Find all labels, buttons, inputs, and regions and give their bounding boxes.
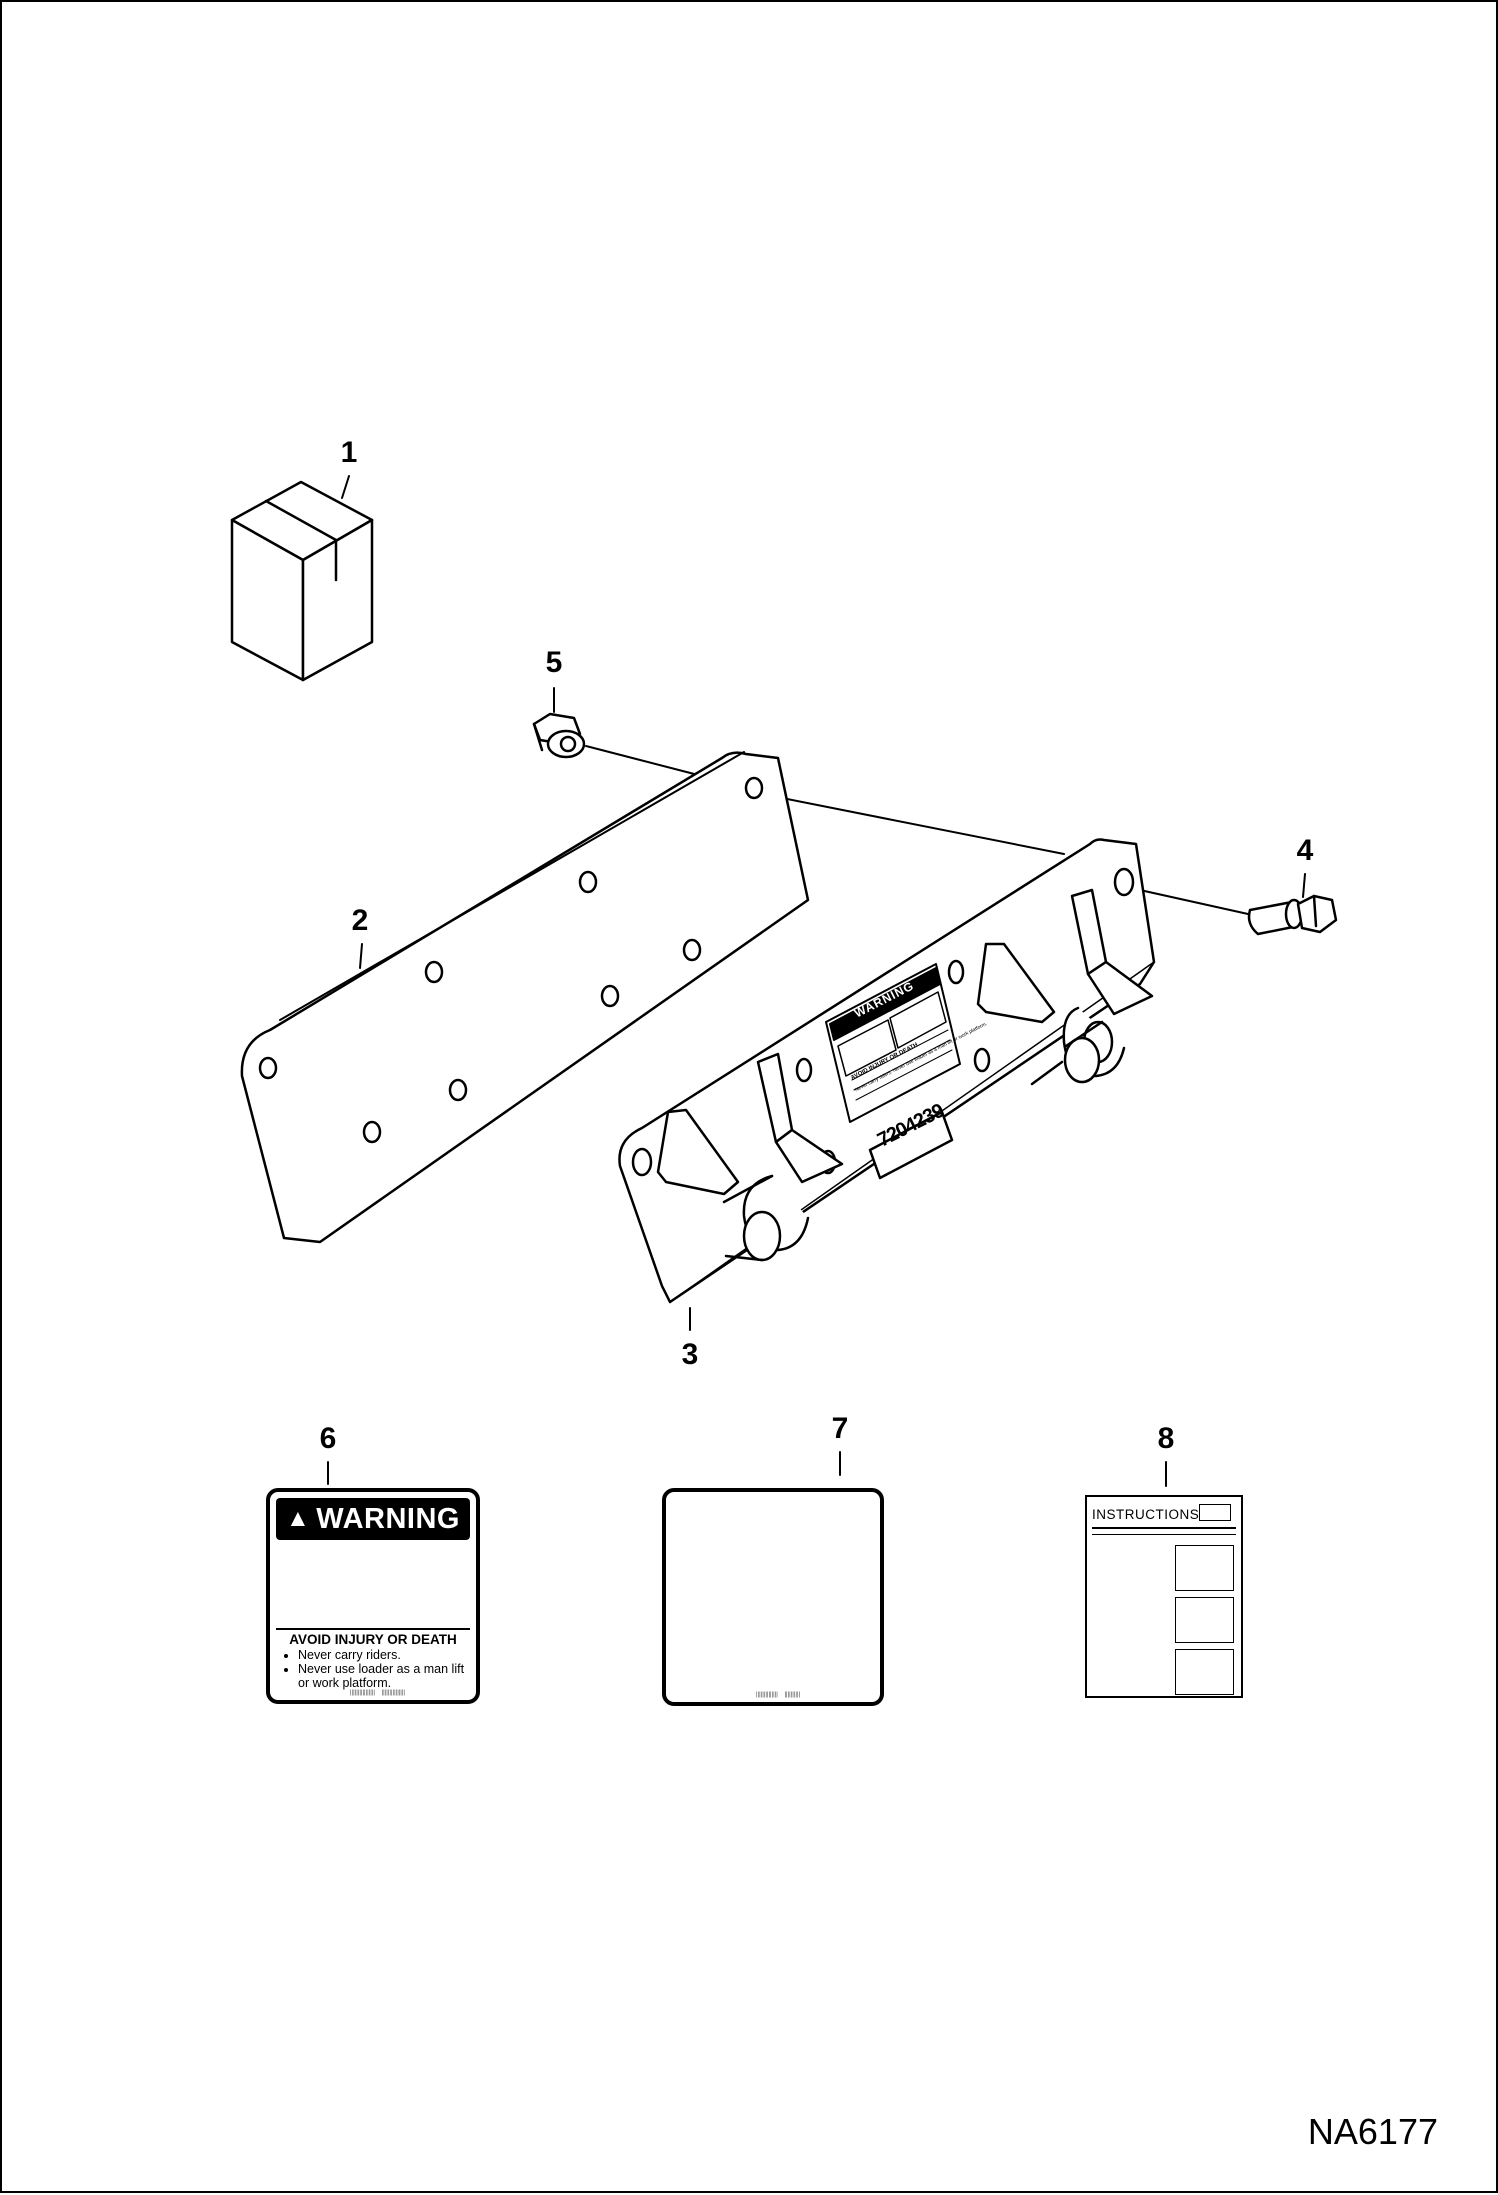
pictorial-decal-fineprint: |||||||||||||| |||||||||| bbox=[756, 1692, 801, 1698]
warning-decal-header-text: WARNING bbox=[316, 1502, 460, 1535]
callout-7: 7 bbox=[831, 1412, 849, 1445]
instruction-manual: INSTRUCTIONS bbox=[1085, 1495, 1243, 1698]
warning-decal-pictogram-area bbox=[276, 1548, 470, 1630]
mounting-plate bbox=[240, 751, 810, 1244]
manual-rule bbox=[1092, 1534, 1236, 1535]
warning-decal-header: ▲ WARNING bbox=[276, 1498, 470, 1540]
callout-2: 2 bbox=[351, 904, 369, 937]
warning-triangle-icon: ▲ bbox=[286, 1505, 311, 1532]
manual-title: INSTRUCTIONS bbox=[1092, 1507, 1200, 1522]
warning-decal-title: AVOID INJURY OR DEATH bbox=[289, 1632, 457, 1647]
warning-decal-bullets: Never carry riders. Never use loader as … bbox=[284, 1648, 473, 1690]
callout-8: 8 bbox=[1157, 1422, 1175, 1455]
flange-bolt bbox=[1247, 894, 1338, 936]
bracket-warning-decal bbox=[825, 963, 961, 1123]
callout-3: 3 bbox=[681, 1338, 699, 1371]
manual-figure-box bbox=[1175, 1597, 1234, 1643]
drawing-id: NA6177 bbox=[1307, 2111, 1438, 2152]
warning-bullet: Never carry riders. bbox=[298, 1648, 473, 1662]
flange-nut bbox=[532, 712, 586, 759]
warning-bullet: Never use loader as a man lift or work p… bbox=[298, 1662, 473, 1690]
manual-figure-box bbox=[1175, 1649, 1234, 1695]
callout-4: 4 bbox=[1296, 834, 1314, 867]
kit-box bbox=[230, 480, 374, 682]
warning-decal: ▲ WARNING AVOID INJURY OR DEATH Never ca… bbox=[266, 1488, 480, 1704]
part-number-plate bbox=[868, 1110, 954, 1180]
warning-decal-fineprint: |||||||||||||||| ||||||||||||||| bbox=[350, 1690, 405, 1696]
mount-bracket bbox=[618, 838, 1156, 1304]
callout-6: 6 bbox=[319, 1422, 337, 1455]
callout-1: 1 bbox=[340, 436, 358, 469]
manual-rule bbox=[1092, 1527, 1236, 1529]
manual-title-box bbox=[1199, 1504, 1231, 1521]
pictorial-decal: |||||||||||||| |||||||||| bbox=[662, 1488, 884, 1706]
manual-figure-box bbox=[1175, 1545, 1234, 1591]
callout-5: 5 bbox=[545, 646, 563, 679]
leader-lines bbox=[327, 475, 1306, 1487]
